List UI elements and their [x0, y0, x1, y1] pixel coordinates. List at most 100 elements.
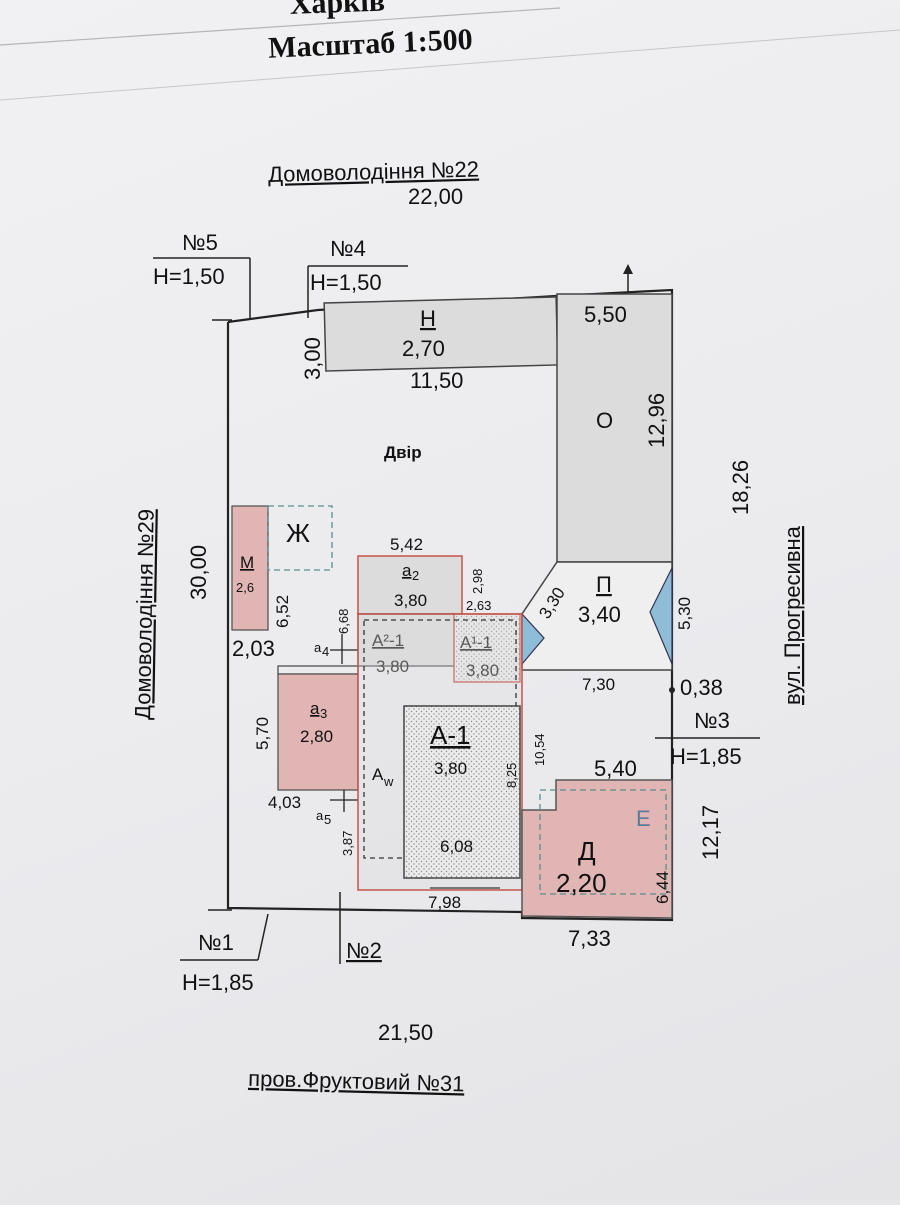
building-p-shape	[521, 561, 673, 671]
building-a-1-side: 10,54	[532, 733, 547, 766]
point-4: №4 Н=1,50	[307, 236, 408, 318]
lot-dim-bottom: 21,50	[378, 1020, 433, 1045]
building-a3: а 3 2,80 5,70 4,03	[253, 665, 359, 812]
building-a5: а 5 3,87	[316, 790, 358, 856]
building-a1-1-dim: 2,63	[466, 598, 491, 613]
building-a3-sub: 3	[320, 706, 327, 721]
building-a3-letter: а	[310, 699, 320, 718]
building-a2-1-dim: 6,68	[336, 609, 351, 634]
building-m: М 2,6 6,52 2,03	[231, 505, 292, 661]
point-1-leader	[257, 913, 269, 961]
point-4-label: №4	[330, 236, 366, 261]
building-p-height: 3,40	[578, 602, 621, 627]
point-3-label: №3	[694, 708, 730, 733]
point-5-height: Н=1,50	[153, 264, 225, 289]
street-right: вул. Прогресивна	[780, 525, 805, 705]
building-a2-shape	[357, 555, 463, 615]
building-zh: Ж	[267, 505, 333, 571]
building-m-width: 2,03	[232, 636, 275, 661]
building-d: 5,40 Е Д 2,20 6,44 7,33	[521, 756, 673, 951]
building-a-1-letter: А-1	[430, 720, 470, 750]
building-p-width: 7,30	[582, 675, 615, 694]
building-a2-1: А²-1 3,80 6,68	[336, 609, 455, 676]
building-a3-length: 5,70	[253, 717, 272, 750]
building-d-width: 7,33	[568, 926, 611, 951]
street-bottom: пров.Фруктовий №31	[248, 1066, 465, 1097]
building-a2-side: 2,98	[470, 569, 485, 594]
building-n-letter: Н	[420, 306, 436, 331]
city-name-partial: Харків	[289, 0, 385, 21]
building-zh-letter: Ж	[286, 518, 310, 548]
building-m-shape	[231, 505, 269, 631]
building-a-1: А-1 3,80 8,25 10,54 6,08 7,98	[403, 705, 547, 912]
building-aw-letter: А	[372, 765, 384, 784]
building-a2-letter: а	[402, 561, 412, 580]
building-a5-dim: 3,87	[340, 831, 355, 856]
lot-dim-right: 18,26	[728, 460, 753, 515]
building-zh-shape	[267, 505, 333, 571]
building-a2-1-height: 3,80	[376, 657, 409, 676]
building-a2-sub: 2	[412, 568, 419, 583]
building-a-1-width: 6,08	[440, 837, 473, 856]
lot-dim-left: 30,00	[186, 545, 211, 600]
point-3-dot	[669, 687, 675, 693]
building-p-side: 5,30	[675, 597, 694, 630]
building-a-1-length: 8,25	[504, 763, 519, 788]
building-a3-width: 4,03	[268, 793, 301, 812]
point-3-height: Н=1,85	[670, 744, 742, 769]
building-d-top: 5,40	[594, 756, 637, 781]
neighbor-top: Домоволодіння №22	[268, 156, 479, 187]
building-d-side: 6,44	[653, 871, 672, 904]
point-1: №1 Н=1,85	[180, 913, 269, 995]
building-d-letter: Д	[578, 836, 596, 866]
building-a5-sub: 5	[324, 812, 331, 827]
point-5: №5 Н=1,50	[153, 230, 251, 318]
building-a5-letter: а	[316, 808, 324, 823]
lot-dim-top: 22,00	[408, 184, 463, 209]
building-a1-1-letter: А¹-1	[460, 633, 492, 652]
building-a2-1-shape	[357, 613, 455, 667]
building-a-1-bottom: 7,98	[428, 893, 461, 912]
fold-line	[0, 29, 900, 101]
building-e-dashed	[539, 789, 667, 895]
corner-arrow-icon	[623, 264, 633, 274]
building-a2-1-letter: А²-1	[372, 631, 404, 650]
neighbor-left: Домоволодіння №29	[130, 509, 159, 720]
building-a2-height: 3,80	[394, 591, 427, 610]
point-4-height: Н=1,50	[310, 270, 382, 295]
lot-dim-offset: 0,38	[680, 675, 723, 700]
point-5-label: №5	[182, 230, 218, 255]
building-n-width: 3,00	[300, 337, 325, 380]
building-p-letter: П	[596, 572, 612, 597]
building-n-length: 11,50	[410, 368, 463, 393]
building-a1-1-height: 3,80	[466, 661, 499, 680]
building-p: П 3,40 7,30 3,30 5,30	[521, 561, 694, 694]
building-a2: 5,42 а 2 3,80 2,98	[357, 535, 485, 615]
building-a3-outer	[277, 665, 359, 675]
point-1-height: Н=1,85	[182, 970, 254, 995]
building-p-triangle-right	[649, 567, 673, 665]
building-o-length: 12,96	[644, 393, 669, 448]
building-n-height: 2,70	[402, 336, 445, 361]
building-e-letter: Е	[636, 806, 651, 831]
point-2-label: №2	[346, 938, 382, 963]
building-m-letter: М	[240, 553, 254, 572]
building-a4: а 4	[314, 634, 358, 664]
building-d-height: 2,20	[556, 868, 607, 898]
point-3: №3 Н=1,85	[655, 687, 760, 769]
building-o-width: 5,50	[584, 302, 627, 327]
building-aw-sub: w	[383, 774, 394, 789]
building-a4-letter: а	[314, 640, 322, 655]
lot-dim-right-lower: 12,17	[698, 805, 723, 860]
building-a4-sub: 4	[322, 644, 329, 659]
yard-label: Двір	[384, 443, 422, 462]
building-a1-1: А¹-1 3,80 2,63	[453, 598, 521, 683]
building-a3-height: 2,80	[300, 727, 333, 746]
building-n: Н 2,70 11,50 3,00	[300, 296, 559, 393]
building-o: 5,50 О 12,96	[556, 293, 673, 563]
building-a2-width: 5,42	[390, 535, 423, 554]
building-a-1-height: 3,80	[434, 759, 467, 778]
building-m-length: 6,52	[273, 595, 292, 628]
